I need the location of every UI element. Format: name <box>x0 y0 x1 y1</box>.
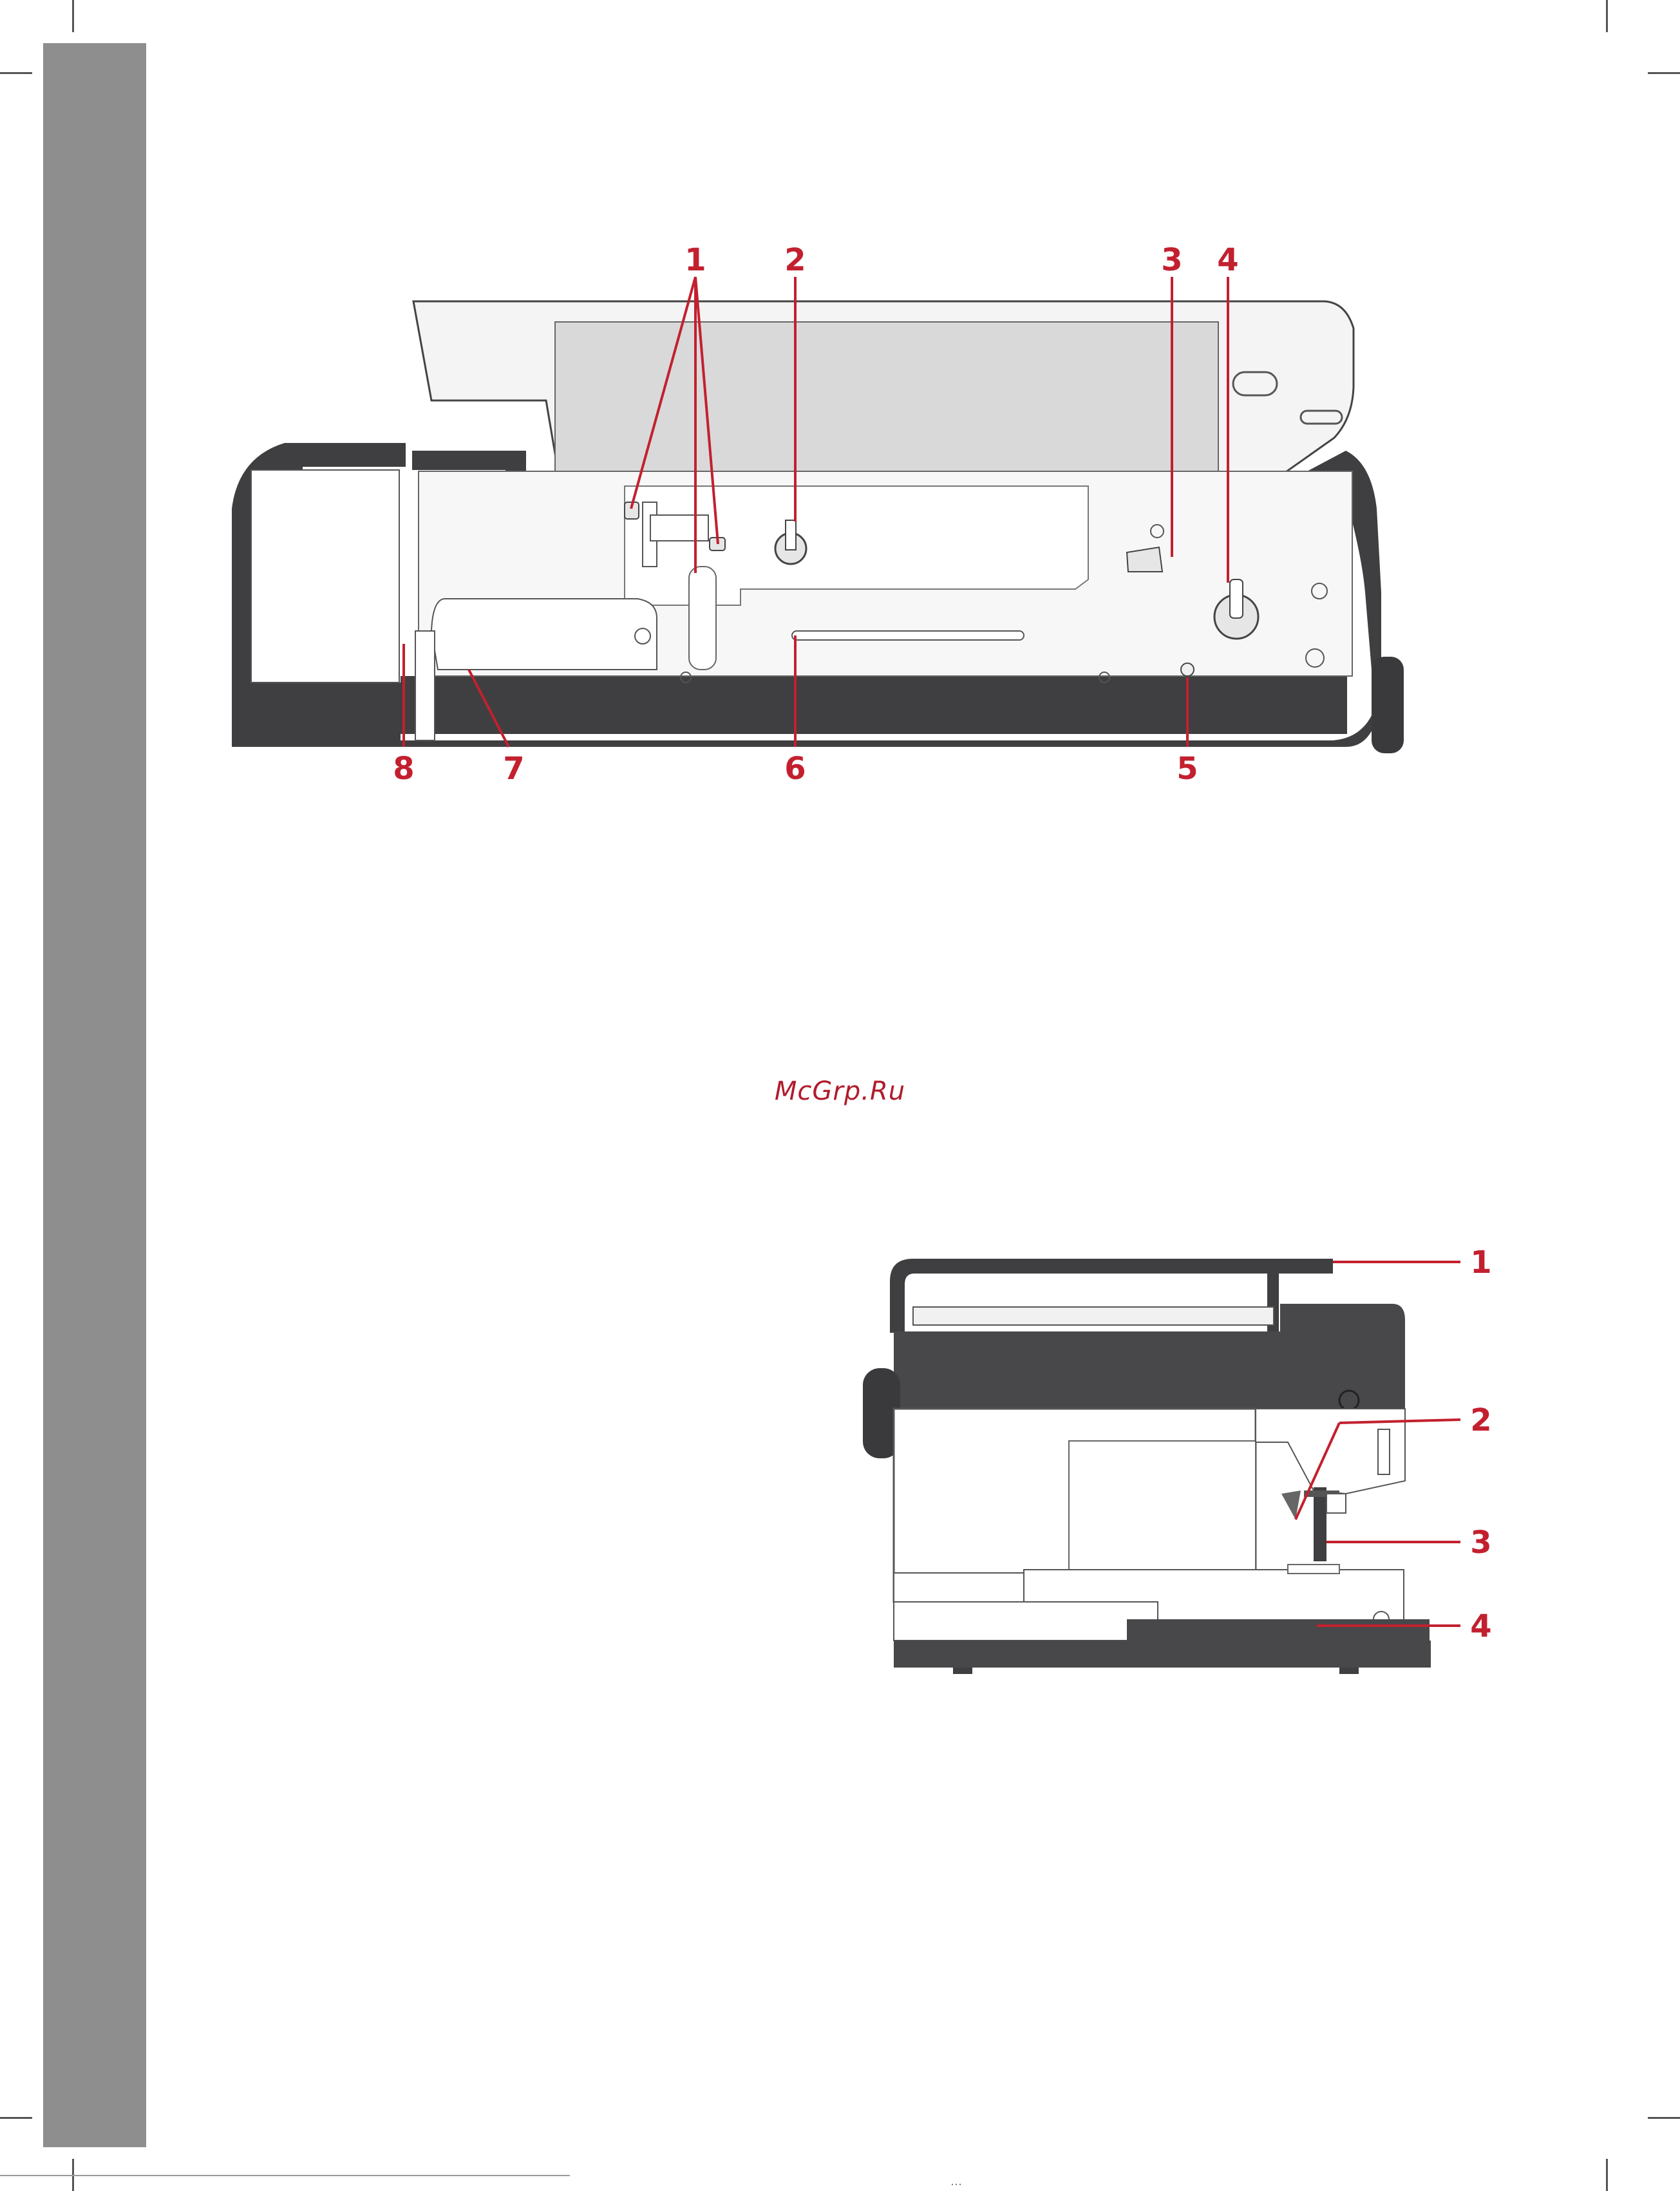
machine-side-illustration <box>863 1259 1431 1674</box>
crop-mark-bottom-left-h <box>0 2117 32 2119</box>
callout-side-4: 4 <box>1470 1608 1491 1644</box>
crop-mark-top-left-h <box>0 72 32 74</box>
callout-side-2: 2 <box>1470 1402 1491 1438</box>
callout-4: 4 <box>1217 242 1238 278</box>
callout-side-1: 1 <box>1470 1245 1491 1281</box>
figure-machine-side: 1 2 3 4 <box>837 1236 1520 1706</box>
callout-7: 7 <box>503 751 524 787</box>
callout-3: 3 <box>1161 242 1182 278</box>
watermark-text: McGrp.Ru <box>0 1077 1680 1106</box>
crop-mark-top-left-v <box>72 0 74 32</box>
crop-mark-top-right-h <box>1648 72 1680 74</box>
callout-side-3: 3 <box>1470 1525 1491 1561</box>
footer-fragment: … <box>950 2175 962 2188</box>
crop-mark-top-right-v <box>1606 0 1608 32</box>
callout-1: 1 <box>684 242 706 278</box>
figure-accessory-tray: 1 2 3 4 5 6 7 8 <box>212 232 1462 798</box>
bottom-rule <box>0 2175 570 2176</box>
crop-mark-bottom-right-h <box>1648 2117 1680 2119</box>
callout-6: 6 <box>784 751 806 787</box>
crop-mark-bottom-right-v <box>1606 2159 1608 2191</box>
callout-8: 8 <box>393 751 414 787</box>
callout-2: 2 <box>784 242 806 278</box>
callout-5: 5 <box>1176 751 1198 787</box>
lid-illustration <box>413 301 1354 484</box>
